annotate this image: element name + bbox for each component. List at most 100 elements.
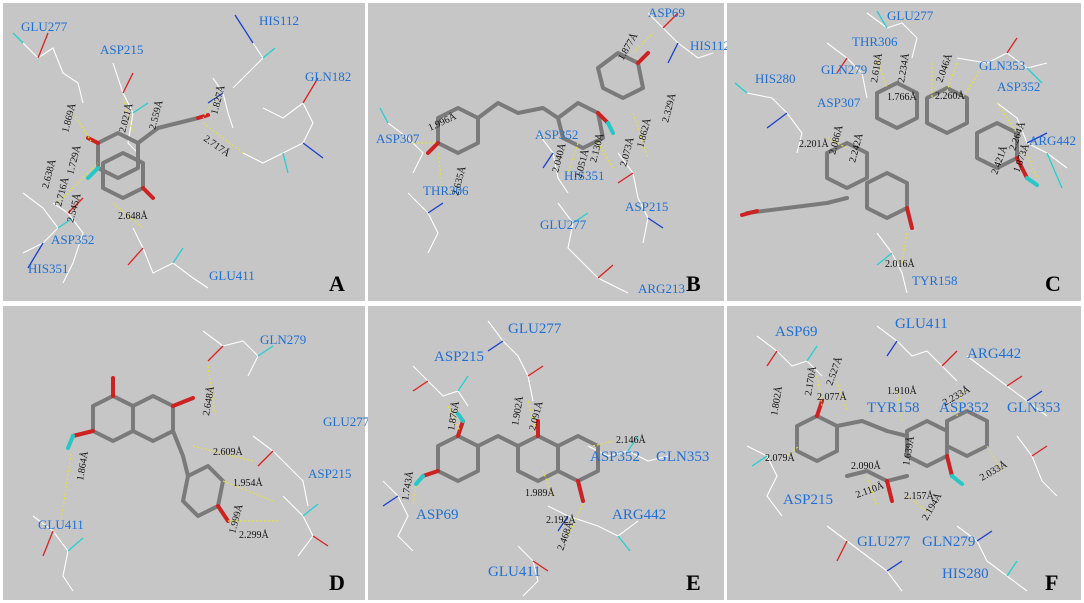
dist-label: 2.716Å	[52, 175, 71, 208]
dist-label: 2.073Å	[617, 135, 636, 168]
residue-sticks	[746, 325, 1058, 592]
res-asp215: ASP215	[434, 349, 484, 365]
res-his112: HIS112	[259, 13, 299, 28]
panel-f-structure: ASP69 GLU411 ARG442 TYR158 ASP352 GLN353…	[746, 316, 1060, 592]
dist-label: 2.648Å	[200, 384, 217, 416]
res-glu277: GLU277	[21, 19, 68, 34]
res-glu411: GLU411	[209, 268, 255, 283]
dist-label: 2.170Å	[802, 364, 819, 396]
res-gln279: GLN279	[260, 332, 306, 347]
panel-label-c: C	[1045, 271, 1061, 296]
dist-label: 2.234Å	[895, 51, 912, 83]
res-asp352: ASP352	[939, 400, 989, 416]
residue-sticks	[32, 330, 329, 592]
res-thr306: THR306	[423, 183, 469, 198]
hydrogen-bonds	[57, 92, 244, 229]
residue-sticks	[379, 12, 714, 294]
res-glu277: GLU277	[857, 534, 911, 550]
dist-label: 2.110Å	[854, 479, 886, 501]
hydrogen-bonds	[60, 365, 278, 522]
dist-label: 2.021Å	[116, 101, 135, 134]
res-asp215: ASP215	[100, 42, 143, 57]
dist-label: 2.079Å	[765, 452, 796, 464]
ligand	[414, 412, 600, 503]
dist-label: 2.016Å	[885, 258, 916, 270]
residue-labels: ASP69 HIS112 ASP307 THR306 ASP352 HIS351…	[376, 5, 730, 296]
dist-label: 2.421Å	[989, 143, 1011, 176]
panel-e: GLU277 ASP215 ASP352 GLN353 ARG442 ASP69…	[368, 306, 724, 600]
panel-c-structure: GLU277 THR306 HIS280 GLN279 GLN353 ASP35…	[734, 8, 1076, 294]
res-asp215: ASP215	[625, 199, 668, 214]
res-glu411: GLU411	[488, 564, 541, 580]
ligand	[426, 51, 650, 155]
res-asp352: ASP352	[997, 79, 1040, 94]
residue-sticks	[734, 10, 1068, 294]
ligand	[66, 376, 230, 523]
dist-label: 2.717Å	[201, 133, 233, 160]
dist-label: 2.130Å	[587, 131, 606, 164]
dist-label: 2.046Å	[934, 51, 956, 84]
panel-b: ASP69 HIS112 ASP307 THR306 ASP352 HIS351…	[368, 3, 730, 301]
dist-label: 2.609Å	[213, 446, 244, 458]
residue-sticks	[12, 14, 324, 289]
panel-label-a: A	[329, 271, 345, 296]
panel-e-structure: GLU277 ASP215 ASP352 GLN353 ARG442 ASP69…	[382, 320, 709, 597]
panel-label-b: B	[686, 271, 701, 296]
res-his112: HIS112	[690, 38, 730, 53]
dist-label: 1.743Å	[399, 469, 416, 501]
res-gln279: GLN279	[922, 534, 975, 550]
dist-label: 2.299Å	[239, 529, 270, 541]
res-his351: HIS351	[28, 261, 68, 276]
dist-label: 2.086Å	[826, 123, 845, 156]
dist-label: 1.862Å	[634, 116, 653, 149]
res-glu411: GLU411	[895, 316, 948, 332]
dist-label: 2.545Å	[64, 191, 83, 224]
hydrogen-bonds	[786, 375, 1003, 512]
dist-label: 1.876Å	[445, 399, 462, 431]
res-arg442: ARG442	[967, 346, 1021, 362]
res-asp69: ASP69	[416, 507, 459, 523]
res-asp215: ASP215	[783, 492, 833, 508]
dist-label: 1.989Å	[525, 487, 556, 499]
dist-label: 2.192Å	[546, 514, 577, 526]
res-asp307: ASP307	[817, 95, 861, 110]
res-arg442: ARG442	[612, 507, 666, 523]
res-gln182: GLN182	[305, 69, 351, 84]
panel-a-structure: GLU277 ASP215 HIS112 GLN182 ASP352 HIS35…	[12, 13, 351, 289]
residue-labels: GLN279 GLU277 ASP215 GLU411	[38, 332, 370, 532]
res-arg213: ARG213	[638, 281, 685, 296]
dist-label: 2.157Å	[904, 490, 935, 502]
dist-label: 2.648Å	[118, 210, 149, 222]
dist-label: 2.091Å	[526, 399, 545, 432]
panel-label-d: D	[329, 570, 345, 595]
res-thr306: THR306	[852, 34, 898, 49]
res-asp69: ASP69	[775, 324, 818, 340]
dist-label: 1.766Å	[887, 91, 918, 103]
res-arg442: ARG442	[1029, 133, 1076, 148]
res-glu277: GLU277	[323, 414, 370, 429]
dist-label: 1.902Å	[509, 394, 526, 426]
panel-d-structure: GLN279 GLU277 ASP215 GLU411 2.648Å 2.609…	[32, 330, 370, 592]
dist-label: 2.260Å	[935, 90, 966, 102]
dist-label: 2.618Å	[868, 51, 885, 83]
panel-a: GLU277 ASP215 HIS112 GLN182 ASP352 HIS35…	[3, 3, 365, 301]
dist-label: 2.077Å	[817, 391, 848, 403]
panel-c: GLU277 THR306 HIS280 GLN279 GLN353 ASP35…	[727, 3, 1081, 301]
panel-label-f: F	[1045, 570, 1059, 595]
res-glu277: GLU277	[508, 321, 562, 337]
panel-f: ASP69 GLU411 ARG442 TYR158 ASP352 GLN353…	[727, 306, 1081, 600]
dist-label: 2.090Å	[851, 460, 882, 472]
dist-label: 1.864Å	[74, 449, 91, 481]
dist-label: 1.910Å	[887, 385, 918, 397]
residue-labels: GLU277 THR306 HIS280 GLN279 GLN353 ASP35…	[755, 8, 1076, 288]
hydrogen-bonds	[413, 32, 654, 194]
res-gln353: GLN353	[1007, 400, 1060, 416]
res-asp215: ASP215	[308, 466, 351, 481]
dist-label: 2.638Å	[39, 157, 58, 190]
residue-labels: ASP69 GLU411 ARG442 TYR158 ASP352 GLN353…	[775, 316, 1060, 582]
residue-labels: GLU277 ASP215 ASP352 GLN353 ARG442 ASP69…	[416, 321, 709, 580]
res-gln279: GLN279	[821, 62, 867, 77]
dist-label: 2.033Å	[978, 458, 1010, 484]
res-asp352: ASP352	[51, 232, 94, 247]
dist-label: 2.146Å	[616, 434, 647, 446]
